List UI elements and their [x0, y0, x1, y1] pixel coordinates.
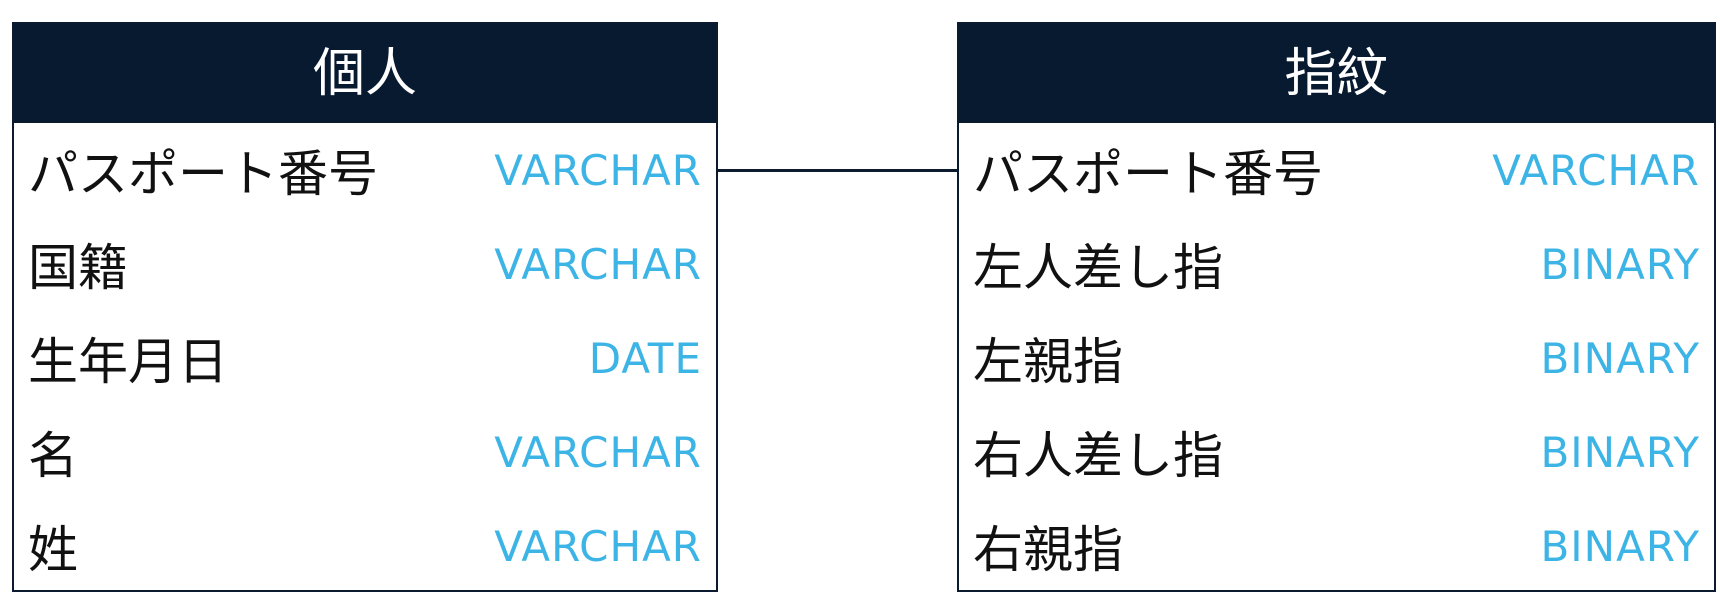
field-type: DATE [588, 333, 702, 383]
field-row: 左人差し指 BINARY [973, 217, 1700, 311]
entity-fields: パスポート番号 VARCHAR 左人差し指 BINARY 左親指 BINARY … [959, 123, 1714, 593]
field-type: VARCHAR [494, 239, 702, 289]
field-type: VARCHAR [494, 145, 702, 195]
field-row: 右人差し指 BINARY [973, 405, 1700, 499]
field-name: 右人差し指 [973, 427, 1223, 485]
field-type: BINARY [1540, 333, 1700, 383]
relationship-connector-line [718, 169, 957, 172]
entity-title: 個人 [312, 43, 417, 104]
field-name: 左人差し指 [973, 239, 1223, 297]
field-name: 左親指 [973, 333, 1123, 391]
field-type: VARCHAR [494, 521, 702, 571]
field-type: VARCHAR [1492, 145, 1700, 195]
field-type: BINARY [1540, 239, 1700, 289]
field-type: BINARY [1540, 521, 1700, 571]
field-name: 名 [28, 427, 78, 485]
field-type: BINARY [1540, 427, 1700, 477]
field-type: VARCHAR [494, 427, 702, 477]
entity-table-individual: 個人 パスポート番号 VARCHAR 国籍 VARCHAR 生年月日 DATE … [12, 22, 718, 592]
field-name: 姓 [28, 521, 78, 579]
entity-table-fingerprint: 指紋 パスポート番号 VARCHAR 左人差し指 BINARY 左親指 BINA… [957, 22, 1716, 592]
field-row: 名 VARCHAR [28, 405, 702, 499]
field-row: パスポート番号 VARCHAR [973, 123, 1700, 217]
field-name: 右親指 [973, 521, 1123, 579]
field-name: パスポート番号 [973, 145, 1323, 203]
field-name: パスポート番号 [28, 145, 378, 203]
entity-header: 個人 [14, 24, 716, 123]
field-name: 生年月日 [28, 333, 228, 391]
field-row: 左親指 BINARY [973, 311, 1700, 405]
field-row: 右親指 BINARY [973, 499, 1700, 593]
field-row: 国籍 VARCHAR [28, 217, 702, 311]
field-name: 国籍 [28, 239, 128, 297]
entity-header: 指紋 [959, 24, 1714, 123]
field-row: 姓 VARCHAR [28, 499, 702, 593]
entity-title: 指紋 [1284, 43, 1389, 104]
field-row: パスポート番号 VARCHAR [28, 123, 702, 217]
entity-fields: パスポート番号 VARCHAR 国籍 VARCHAR 生年月日 DATE 名 V… [14, 123, 716, 593]
field-row: 生年月日 DATE [28, 311, 702, 405]
